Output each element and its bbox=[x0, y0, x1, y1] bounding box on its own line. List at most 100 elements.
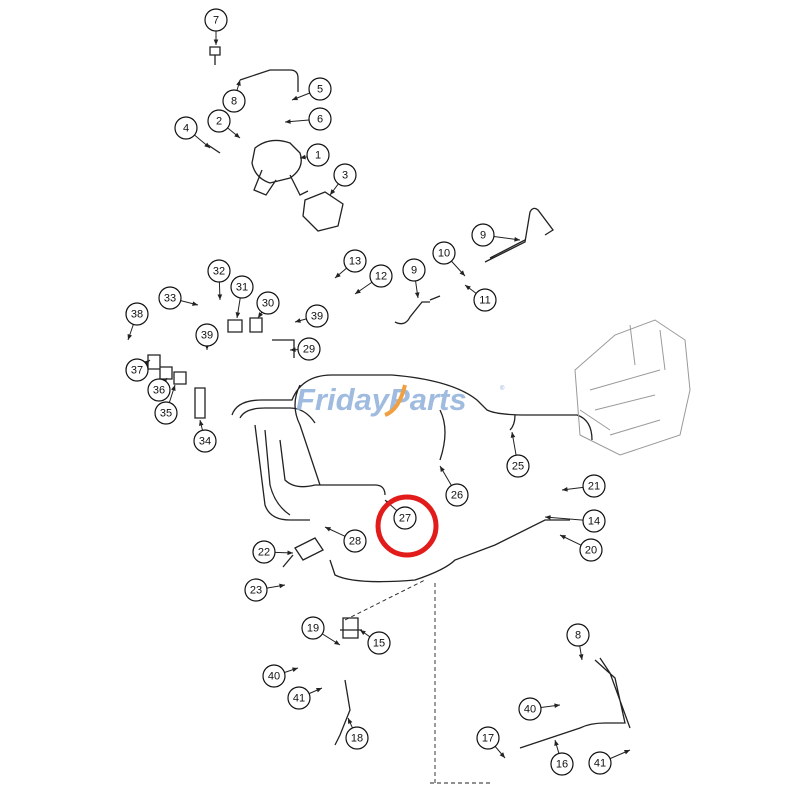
callout-circle bbox=[369, 264, 393, 288]
callout-36: 36 bbox=[147, 377, 171, 402]
callout-4: 4 bbox=[174, 116, 211, 149]
callout-circle bbox=[305, 304, 329, 328]
callout-28: 28 bbox=[324, 526, 367, 553]
callout-number: 30 bbox=[262, 298, 274, 310]
callout-number: 8 bbox=[231, 96, 237, 108]
callout-number: 34 bbox=[199, 436, 211, 448]
callout-number: 19 bbox=[307, 623, 319, 635]
callout-number: 14 bbox=[588, 516, 600, 528]
callout-number: 3 bbox=[342, 170, 348, 182]
callout-number: 6 bbox=[317, 114, 323, 126]
callout-10: 10 bbox=[432, 241, 466, 277]
callout-22: 22 bbox=[252, 540, 294, 564]
bolt-4 bbox=[207, 144, 221, 154]
callout-21: 21 bbox=[561, 474, 606, 498]
arrowhead bbox=[330, 189, 336, 195]
highlight-ring bbox=[375, 494, 439, 558]
callout-19: 19 bbox=[301, 616, 341, 646]
callout-circle bbox=[252, 540, 276, 564]
callout-number: 12 bbox=[375, 271, 387, 283]
callout-5: 5 bbox=[291, 77, 332, 101]
clamps bbox=[147, 317, 295, 419]
callout-26: 26 bbox=[439, 465, 469, 507]
callout-number: 5 bbox=[317, 84, 323, 96]
arrowhead bbox=[287, 550, 293, 556]
injector bbox=[282, 537, 324, 568]
callout-circle bbox=[393, 506, 417, 530]
arrowhead bbox=[213, 39, 219, 45]
callout-circle bbox=[193, 429, 217, 453]
callout-number: 31 bbox=[236, 282, 248, 294]
callout-12: 12 bbox=[354, 264, 393, 295]
arrowhead bbox=[199, 420, 204, 426]
arrowhead bbox=[355, 288, 361, 294]
arrowhead bbox=[578, 654, 584, 660]
leak-off-pipe bbox=[329, 519, 570, 583]
arrowhead bbox=[459, 270, 465, 276]
arrowhead bbox=[285, 119, 291, 124]
arrowhead bbox=[279, 583, 285, 589]
arrowhead bbox=[171, 385, 176, 391]
arrowhead bbox=[545, 515, 551, 520]
callout-15: 15 bbox=[359, 629, 391, 655]
arrowhead bbox=[465, 285, 471, 291]
injection-pump-reference bbox=[574, 319, 691, 456]
callout-9: 9 bbox=[402, 258, 426, 299]
callout-circle bbox=[308, 107, 332, 131]
callout-30: 30 bbox=[256, 291, 280, 319]
callout-number: 38 bbox=[131, 309, 143, 321]
callout-circle bbox=[147, 378, 171, 402]
callout-number: 8 bbox=[575, 630, 581, 642]
callout-number: 33 bbox=[164, 293, 176, 305]
arrowhead bbox=[204, 142, 210, 148]
callout-number: 41 bbox=[293, 693, 305, 705]
callout-circle bbox=[345, 726, 369, 750]
injector-pipes bbox=[231, 374, 593, 521]
pipe-16 bbox=[519, 657, 631, 749]
callout-number: 32 bbox=[213, 266, 225, 278]
arrowhead bbox=[335, 272, 341, 278]
callout-number: 39 bbox=[311, 311, 323, 323]
pump-gasket bbox=[302, 191, 344, 232]
callout-circle bbox=[506, 454, 530, 478]
callout-37: 37 bbox=[125, 358, 151, 382]
callout-circle bbox=[174, 116, 198, 140]
arrowhead bbox=[360, 630, 366, 636]
pipe-9-upper bbox=[484, 207, 554, 263]
callout-number: 41 bbox=[594, 758, 606, 770]
arrowhead bbox=[236, 80, 241, 86]
callout-circle bbox=[256, 291, 280, 315]
callout-number: 9 bbox=[411, 265, 417, 277]
callout-circle bbox=[579, 538, 603, 562]
callout-number: 16 bbox=[556, 759, 568, 771]
arrowhead bbox=[560, 535, 566, 540]
callout-1: 1 bbox=[299, 143, 330, 167]
callout-number: 13 bbox=[349, 256, 361, 268]
lift-pump bbox=[251, 139, 309, 196]
callout-circle bbox=[343, 529, 367, 553]
callout-16: 16 bbox=[550, 739, 574, 776]
callout-9: 9 bbox=[471, 223, 521, 247]
parts-drawing bbox=[147, 46, 631, 784]
callout-number: 17 bbox=[482, 733, 494, 745]
watermark-registered: ® bbox=[500, 385, 505, 392]
callout-circle bbox=[518, 697, 542, 721]
callout-31: 31 bbox=[230, 275, 254, 319]
arrowhead bbox=[499, 752, 505, 758]
callout-41: 41 bbox=[287, 686, 323, 710]
callout-number: 40 bbox=[268, 671, 280, 683]
callout-circle bbox=[207, 259, 231, 283]
callout-number: 9 bbox=[480, 230, 486, 242]
arrowhead bbox=[440, 466, 445, 472]
arrowhead bbox=[325, 527, 331, 532]
callout-33: 33 bbox=[158, 286, 199, 310]
arrowhead bbox=[510, 432, 516, 438]
callout-17: 17 bbox=[476, 726, 506, 759]
callout-circle bbox=[367, 631, 391, 655]
arrowhead bbox=[144, 360, 150, 366]
leak-off-dash bbox=[344, 579, 490, 784]
callout-circle bbox=[125, 358, 149, 382]
callout-circle bbox=[306, 143, 330, 167]
callout-circle bbox=[244, 578, 268, 602]
